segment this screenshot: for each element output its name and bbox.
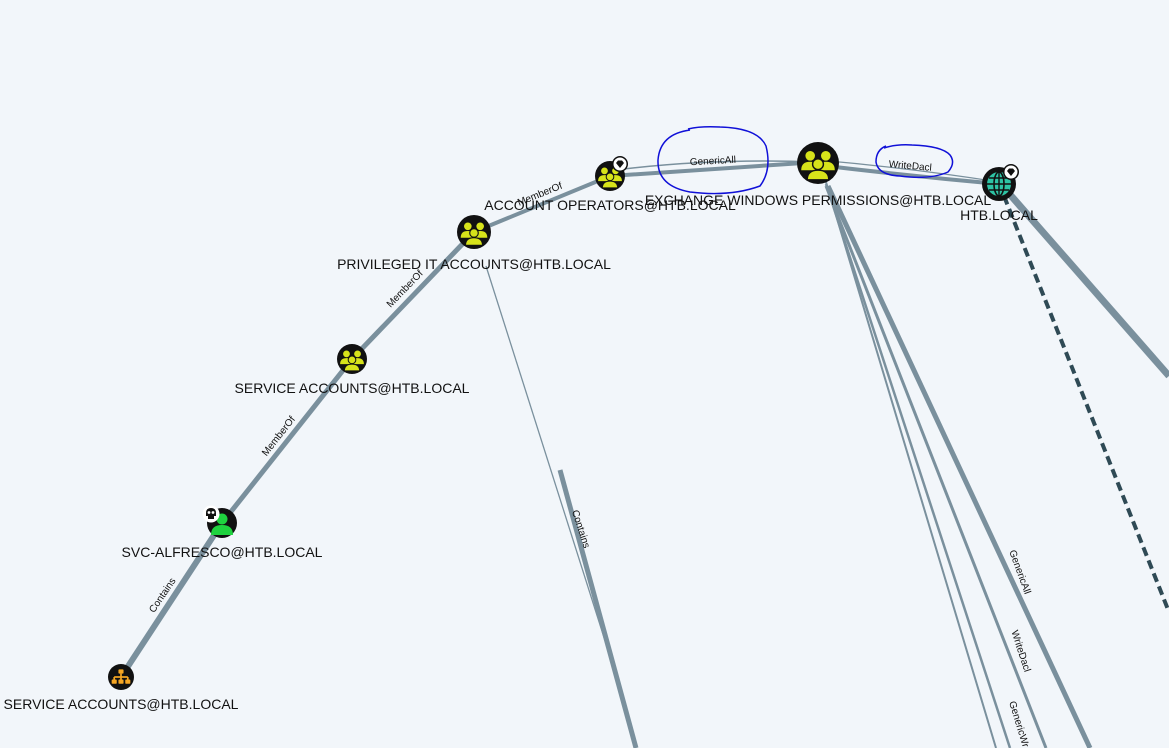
edge-genericall-acctops-exchwin-thin <box>615 160 819 171</box>
nodes-layer <box>108 142 1019 690</box>
edge-label: GenericWr <box>1006 700 1031 748</box>
domain-icon <box>987 171 1011 197</box>
node-service-accounts-group[interactable] <box>337 344 367 374</box>
node-label: SERVICE ACCOUNTS@HTB.LOCAL <box>4 696 239 712</box>
edge-writedacl-exchwin-htb-thin <box>817 159 1000 183</box>
node-exchange-windows-permissions[interactable] <box>797 142 839 184</box>
hand-drawn-circle-annotation <box>875 144 954 179</box>
edge-label: WriteDacl <box>888 159 932 174</box>
diamond-icon <box>1003 164 1019 180</box>
edge-label: Contains <box>569 509 592 550</box>
diamond-icon <box>612 156 628 172</box>
edge-label: WriteDacl <box>1008 629 1032 673</box>
edge-label: GenericAll <box>690 155 737 168</box>
node-htb-local[interactable] <box>982 164 1019 201</box>
edges-layer <box>118 159 1169 748</box>
edge-memberof-privit-acctops[interactable] <box>473 174 611 234</box>
node-privileged-it-accounts[interactable] <box>457 215 491 249</box>
node-label: SERVICE ACCOUNTS@HTB.LOCAL <box>235 380 470 396</box>
hand-drawn-circle-annotation <box>657 126 769 195</box>
edge-contains-privit-offscreen[interactable] <box>557 469 639 748</box>
edge-memberof-svcgrp-privit[interactable] <box>350 230 476 361</box>
edge-contains-privit-offscreen-thin[interactable] <box>485 265 609 651</box>
node-label: ACCOUNT OPERATORS@HTB.LOCAL <box>484 197 736 213</box>
annotations-layer <box>657 126 954 195</box>
node-label: HTB.LOCAL <box>960 207 1038 223</box>
skull-icon <box>202 505 220 523</box>
edge-exchwin-offscreen-4[interactable] <box>825 184 1093 748</box>
edge-memberof-alfresco-svcgrp[interactable] <box>220 357 354 525</box>
node-label: PRIVILEGED IT ACCOUNTS@HTB.LOCAL <box>337 256 611 272</box>
edge-contains-ou-alfresco[interactable] <box>118 521 225 679</box>
edge-htb-offscreen-solid[interactable] <box>1003 187 1169 379</box>
node-label: SVC-ALFRESCO@HTB.LOCAL <box>122 544 323 560</box>
node-account-operators[interactable] <box>595 156 628 191</box>
node-labels-layer: SERVICE ACCOUNTS@HTB.LOCAL SVC-ALFRESCO@… <box>4 192 1039 712</box>
edge-exchwin-offscreen-1[interactable] <box>825 181 997 748</box>
node-label: EXCHANGE WINDOWS PERMISSIONS@HTB.LOCAL <box>645 192 992 208</box>
edge-writedacl-exchwin-htb[interactable] <box>817 163 1000 186</box>
edge-exchwin-offscreen-3[interactable] <box>824 185 1048 748</box>
edge-exchwin-offscreen-2[interactable] <box>824 183 1012 748</box>
edge-htb-offscreen-dashed[interactable] <box>1002 195 1169 613</box>
node-service-accounts-ou[interactable] <box>108 664 134 690</box>
node-svc-alfresco[interactable] <box>202 505 238 539</box>
